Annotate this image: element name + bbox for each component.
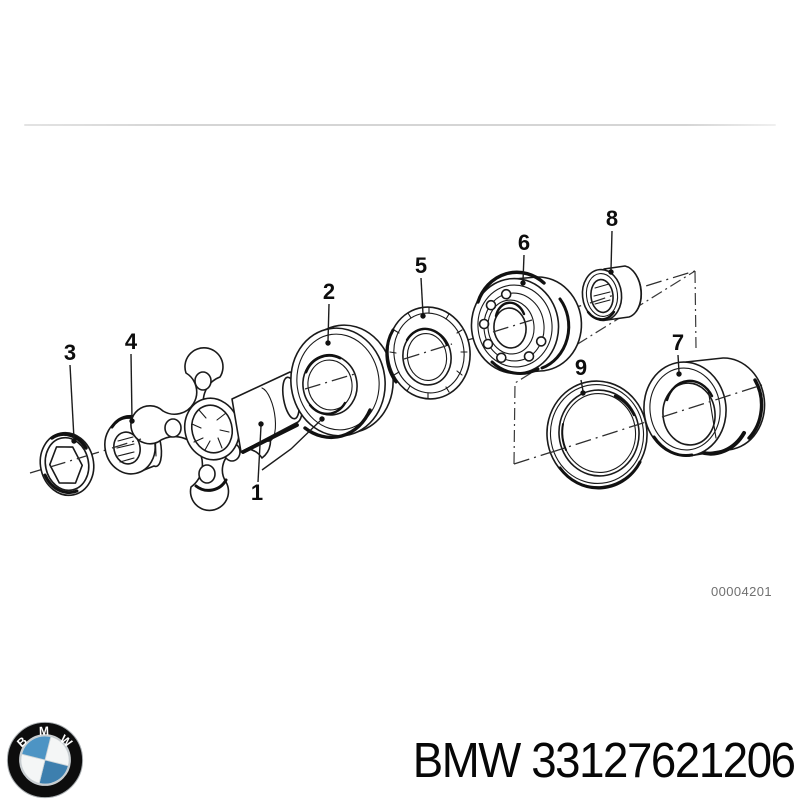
diagram-code: 00004201 — [711, 584, 772, 599]
callout-7: 7 — [672, 330, 684, 355]
axis-bore-segments — [49, 294, 763, 468]
part-5 — [385, 306, 471, 400]
callout-leaders — [69, 230, 682, 483]
callout-8: 8 — [606, 206, 618, 231]
part-9 — [546, 380, 648, 490]
bmw-logo: B M W — [6, 721, 84, 799]
callout-3: 3 — [64, 340, 76, 365]
part-6 — [470, 270, 583, 375]
part-3 — [39, 431, 95, 497]
top-separator — [24, 124, 776, 126]
part-8 — [581, 265, 643, 322]
callout-9: 9 — [575, 355, 587, 380]
logo-letter-m: M — [39, 724, 49, 738]
logo-quadrants — [20, 735, 70, 785]
part-2 — [290, 324, 394, 440]
callout-5: 5 — [415, 253, 427, 278]
callout-1: 1 — [251, 480, 263, 505]
callout-numbers: 1 2 3 4 5 6 7 8 9 — [64, 206, 684, 505]
exploded-parts-diagram: 1 2 3 4 5 6 7 8 9 00004201 — [29, 206, 772, 599]
callout-6: 6 — [518, 230, 530, 255]
part-1 — [130, 347, 304, 512]
footer-part-number: BMW 33127621206 — [413, 734, 796, 788]
callout-4: 4 — [125, 329, 138, 354]
callout-2: 2 — [323, 279, 335, 304]
logo-inner-rim — [19, 734, 71, 786]
part-7 — [643, 357, 766, 458]
